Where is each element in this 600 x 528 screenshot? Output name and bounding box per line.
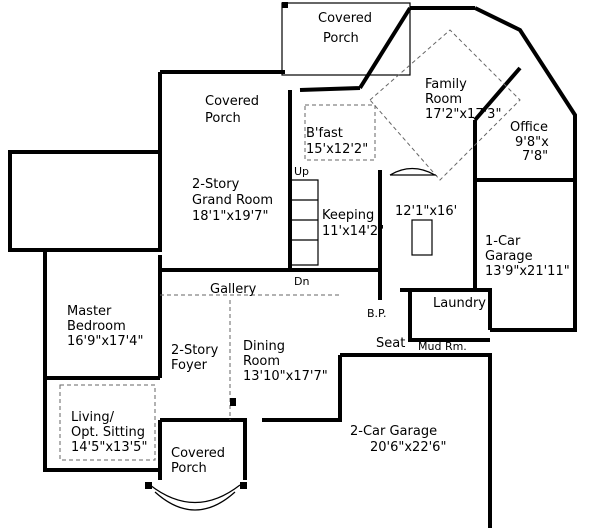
- laundry-walls: [400, 288, 492, 342]
- top-porch-outline: [281, 2, 411, 76]
- label-family-room: Room: [425, 92, 462, 107]
- post: [240, 482, 247, 489]
- post: [145, 482, 152, 489]
- grand-room-walls: [158, 70, 380, 272]
- label-family-room: Family: [425, 77, 467, 92]
- east-exterior-wall: [474, 6, 577, 332]
- label-foyer: Foyer: [171, 358, 208, 373]
- label-bp: B.P.: [367, 307, 386, 320]
- family-room-ceiling: [369, 29, 521, 181]
- label-office: 7'8": [522, 149, 548, 164]
- label-master-bedroom: Bedroom: [67, 319, 126, 334]
- label-seat: Seat: [376, 336, 405, 351]
- label-dining-room: Dining: [243, 339, 285, 354]
- dashed-lines: [59, 29, 521, 461]
- label-laundry: Laundry: [433, 296, 486, 311]
- label-living-dims: 14'5"x13'5": [71, 440, 147, 455]
- label-bfast: B'fast: [306, 126, 343, 141]
- label-living: Living/: [71, 410, 115, 425]
- label-grand-room: Grand Room: [192, 193, 273, 208]
- bfast-ceiling: [304, 104, 376, 161]
- front-porch-walls: [158, 418, 247, 480]
- label-two-car-garage: 2-Car Garage: [350, 424, 437, 439]
- post: [230, 398, 236, 406]
- west-exterior-wall: [43, 252, 162, 472]
- label-covered-porch-left: Covered: [205, 94, 259, 109]
- label-covered-porch-left: Porch: [205, 111, 241, 126]
- label-two-car-garage-dims: 20'6"x22'6": [370, 440, 446, 455]
- label-covered-porch-top: Porch: [323, 31, 359, 46]
- walls: [8, 2, 577, 528]
- label-grand-room: 2-Story: [192, 177, 240, 192]
- label-dining-room-dims: 13'10"x17'7": [243, 369, 328, 384]
- label-mud-room: Mud Rm.: [418, 340, 467, 353]
- label-master-bedroom: Master: [67, 304, 112, 319]
- label-dining-room: Room: [243, 354, 280, 369]
- label-stairs-down: Dn: [294, 275, 309, 288]
- label-grand-room-dims: 18'1"x19'7": [192, 209, 268, 224]
- label-foyer: 2-Story: [171, 343, 219, 358]
- label-covered-porch-bottom: Covered: [171, 446, 225, 461]
- kitchen-island: [411, 219, 433, 256]
- label-keeping-dims: 11'x14'2": [322, 224, 384, 239]
- label-covered-porch-bottom: Porch: [171, 461, 207, 476]
- label-family-room-dims: 17'2"x17'3": [425, 107, 501, 122]
- label-covered-porch-top: Covered: [318, 11, 372, 26]
- label-master-bedroom-dims: 16'9"x17'4": [67, 334, 143, 349]
- label-living: Opt. Sitting: [71, 425, 145, 440]
- label-keeping: Keeping: [322, 208, 374, 223]
- label-one-car-garage-dims: 13'9"x21'11": [485, 264, 570, 279]
- kitchen-counter: [389, 167, 438, 176]
- front-steps: [149, 484, 241, 511]
- label-bfast-dims: 15'x12'2": [306, 142, 368, 157]
- label-one-car-garage: Garage: [485, 249, 533, 264]
- posts: [145, 2, 288, 489]
- master-bath-walls: [8, 150, 162, 252]
- label-kitchen-dims: 12'1"x16': [395, 204, 457, 219]
- family-room-walls: [299, 6, 475, 92]
- master-bedroom-walls: [45, 255, 162, 380]
- two-car-garage-walls: [262, 353, 492, 528]
- post: [282, 2, 288, 8]
- label-office: Office: [510, 120, 548, 135]
- label-stairs-up: Up: [294, 165, 309, 178]
- label-gallery: Gallery: [210, 282, 257, 297]
- label-one-car-garage: 1-Car: [485, 234, 521, 249]
- label-office: 9'8"x: [515, 135, 549, 150]
- staircase: [292, 179, 319, 266]
